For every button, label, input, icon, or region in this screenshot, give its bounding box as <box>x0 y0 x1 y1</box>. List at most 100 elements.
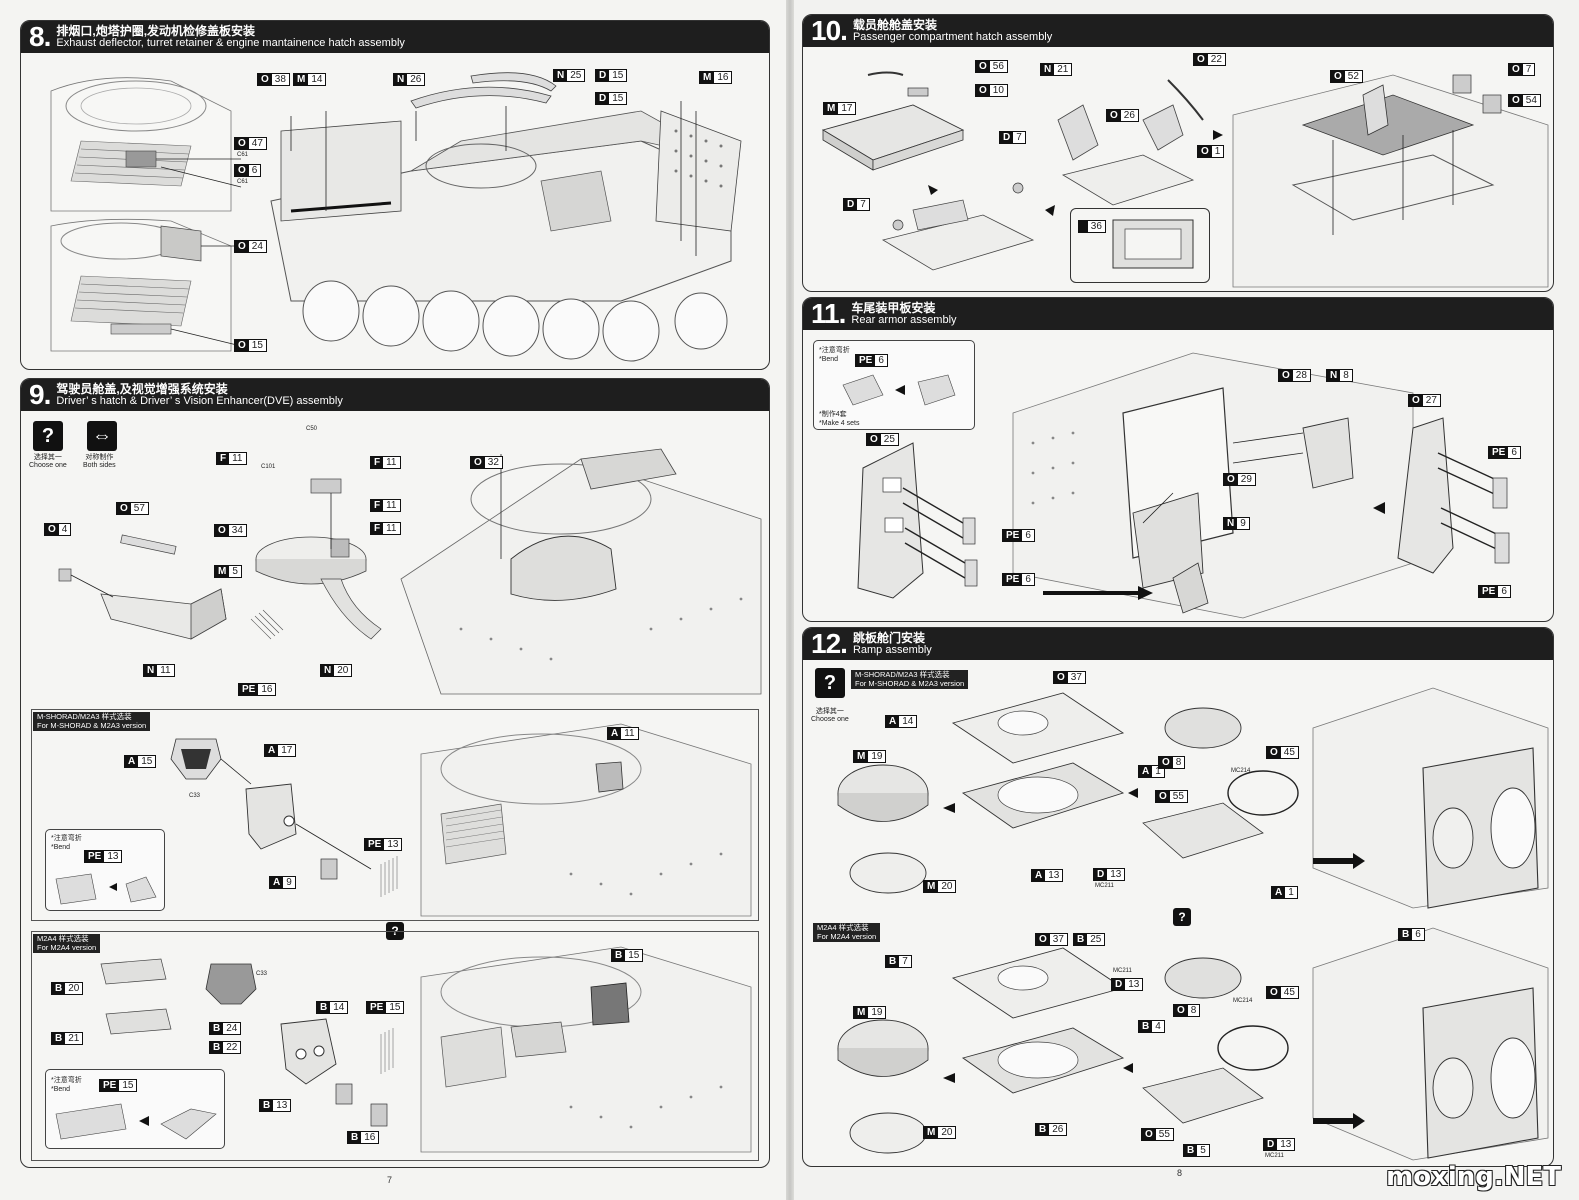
step-8-panel: 8. 排烟口,炮塔护圈,发动机检修盖板安装 Exhaust deflector,… <box>20 20 770 370</box>
drivers-hatch-parts-illustration <box>58 478 382 640</box>
m2a4-option-frame <box>31 931 759 1161</box>
choose-one-icon: ? <box>815 668 845 698</box>
part-tag-36: 36 <box>1078 220 1106 233</box>
callout-c61-b: C61 <box>237 179 249 185</box>
step-title-cn: 车尾装甲板安装 <box>851 300 936 315</box>
part-36-inset-illustration <box>1112 219 1194 269</box>
step-10-header: 10. 载员舱舱盖安装 Passenger compartment hatch … <box>803 15 1553 47</box>
callout-c33-a: C33 <box>189 793 201 799</box>
step-number: 10. <box>811 15 848 46</box>
make4-note-text: *制作4套*Make 4 sets <box>819 411 860 427</box>
step-12-header: 12. 跳板舱门安装 Ramp assembly <box>803 628 1553 660</box>
step-title-en: Rear armor assembly <box>851 313 957 326</box>
callout-c50: C50 <box>306 426 318 432</box>
step-title-en: Driver’ s hatch & Driver’ s Vision Enhan… <box>56 394 343 407</box>
bend-note-text-a: *注意弯折*Bend <box>51 835 82 851</box>
engine-deck-illustration-bottom <box>50 218 242 352</box>
mshorad-installed-illustration <box>420 723 752 917</box>
choose-one-divider-icon: ? <box>1173 908 1191 926</box>
step-11-panel: 11. 车尾装甲板安装 Rear armor assembly *注意弯折*Be… <box>802 297 1554 622</box>
choose-one-icon: ? <box>33 421 63 451</box>
callout-c33-b: C33 <box>256 971 268 977</box>
step-number: 11. <box>811 298 846 329</box>
hatch-exploded-illustration <box>821 71 1223 271</box>
callout-c61-a: C61 <box>237 152 249 158</box>
m2a4-installed-illustration <box>420 946 752 1153</box>
pe6-bend-illustration <box>842 374 956 406</box>
step-10-panel: 10. 载员舱舱盖安装 Passenger compartment hatch … <box>802 14 1554 292</box>
part-36-inset-frame <box>1070 208 1210 283</box>
both-sides-icon: ⇔ <box>87 421 117 451</box>
watermark-logo: moxing.NET <box>1386 1162 1561 1192</box>
right-armor-plate-illustration <box>1373 417 1510 574</box>
m2a4-dve-illustration <box>100 958 394 1127</box>
step-number: 9. <box>29 379 51 410</box>
roof-installed-illustration <box>1232 74 1549 288</box>
mshorad-dve-illustration <box>170 738 398 897</box>
step-number: 8. <box>29 21 51 52</box>
mshorad-option-frame <box>31 709 759 921</box>
callout-c101: C101 <box>261 464 276 470</box>
callout-mc211-b: MC211 <box>1113 968 1132 974</box>
step-9-header: 9. 驾驶员舱盖,及视觉增强系统安装 Driver’ s hatch & Dri… <box>21 379 769 411</box>
callout-mc211-c: MC211 <box>1265 1153 1284 1159</box>
step-11-header: 11. 车尾装甲板安装 Rear armor assembly <box>803 298 1553 330</box>
step-title-en: Ramp assembly <box>852 643 932 656</box>
